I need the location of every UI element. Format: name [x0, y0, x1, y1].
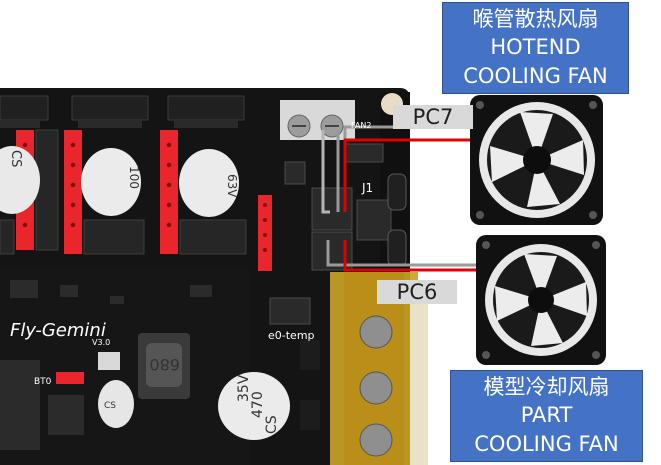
part-fan-label-zh: 模型冷却风扇 — [483, 375, 610, 399]
capacitor-icon — [0, 146, 239, 217]
driver-headers — [0, 95, 245, 128]
board-version: V3.0 — [92, 338, 110, 347]
j1-label: J1 — [361, 181, 373, 195]
fan2-label: FAN2 — [351, 121, 371, 130]
part-fan-label: 模型冷却风扇 PART COOLING FAN — [450, 370, 643, 462]
pin-label-pc6: PC6 — [377, 280, 457, 304]
large-cap-label-2: 470 — [250, 391, 266, 418]
large-capacitor — [218, 372, 290, 440]
capacitor-label-2: 100 — [127, 166, 141, 189]
bt-jumper — [56, 372, 84, 384]
large-cap-label-3: 35V — [236, 374, 252, 402]
hotend-fan-label: 喉管散热风扇 HOTEND COOLING FAN — [442, 2, 629, 94]
part-fan-label-en2: COOLING FAN — [474, 432, 619, 456]
e0-temp-label: e0-temp — [268, 329, 315, 342]
hotend-fan-icon — [470, 95, 603, 225]
mini-cap-label: CS — [104, 401, 116, 411]
hotend-fan-label-en1: HOTEND — [490, 35, 581, 59]
board-name: Fly-Gemini — [10, 320, 106, 341]
part-fan-icon — [476, 235, 606, 365]
hotend-fan-label-zh: 喉管散热风扇 — [472, 7, 599, 31]
pin-label-pc7: PC7 — [393, 105, 473, 129]
inductor-label: 680 — [149, 355, 180, 374]
bt0-label: BT0 — [34, 377, 52, 387]
capacitor-label-1: CS — [8, 150, 23, 167]
part-fan-label-en1: PART — [520, 403, 573, 427]
capacitor-label-3: 63V — [225, 174, 239, 198]
hotend-fan-label-en2: COOLING FAN — [463, 64, 608, 88]
large-cap-label-1: CS — [264, 415, 280, 434]
